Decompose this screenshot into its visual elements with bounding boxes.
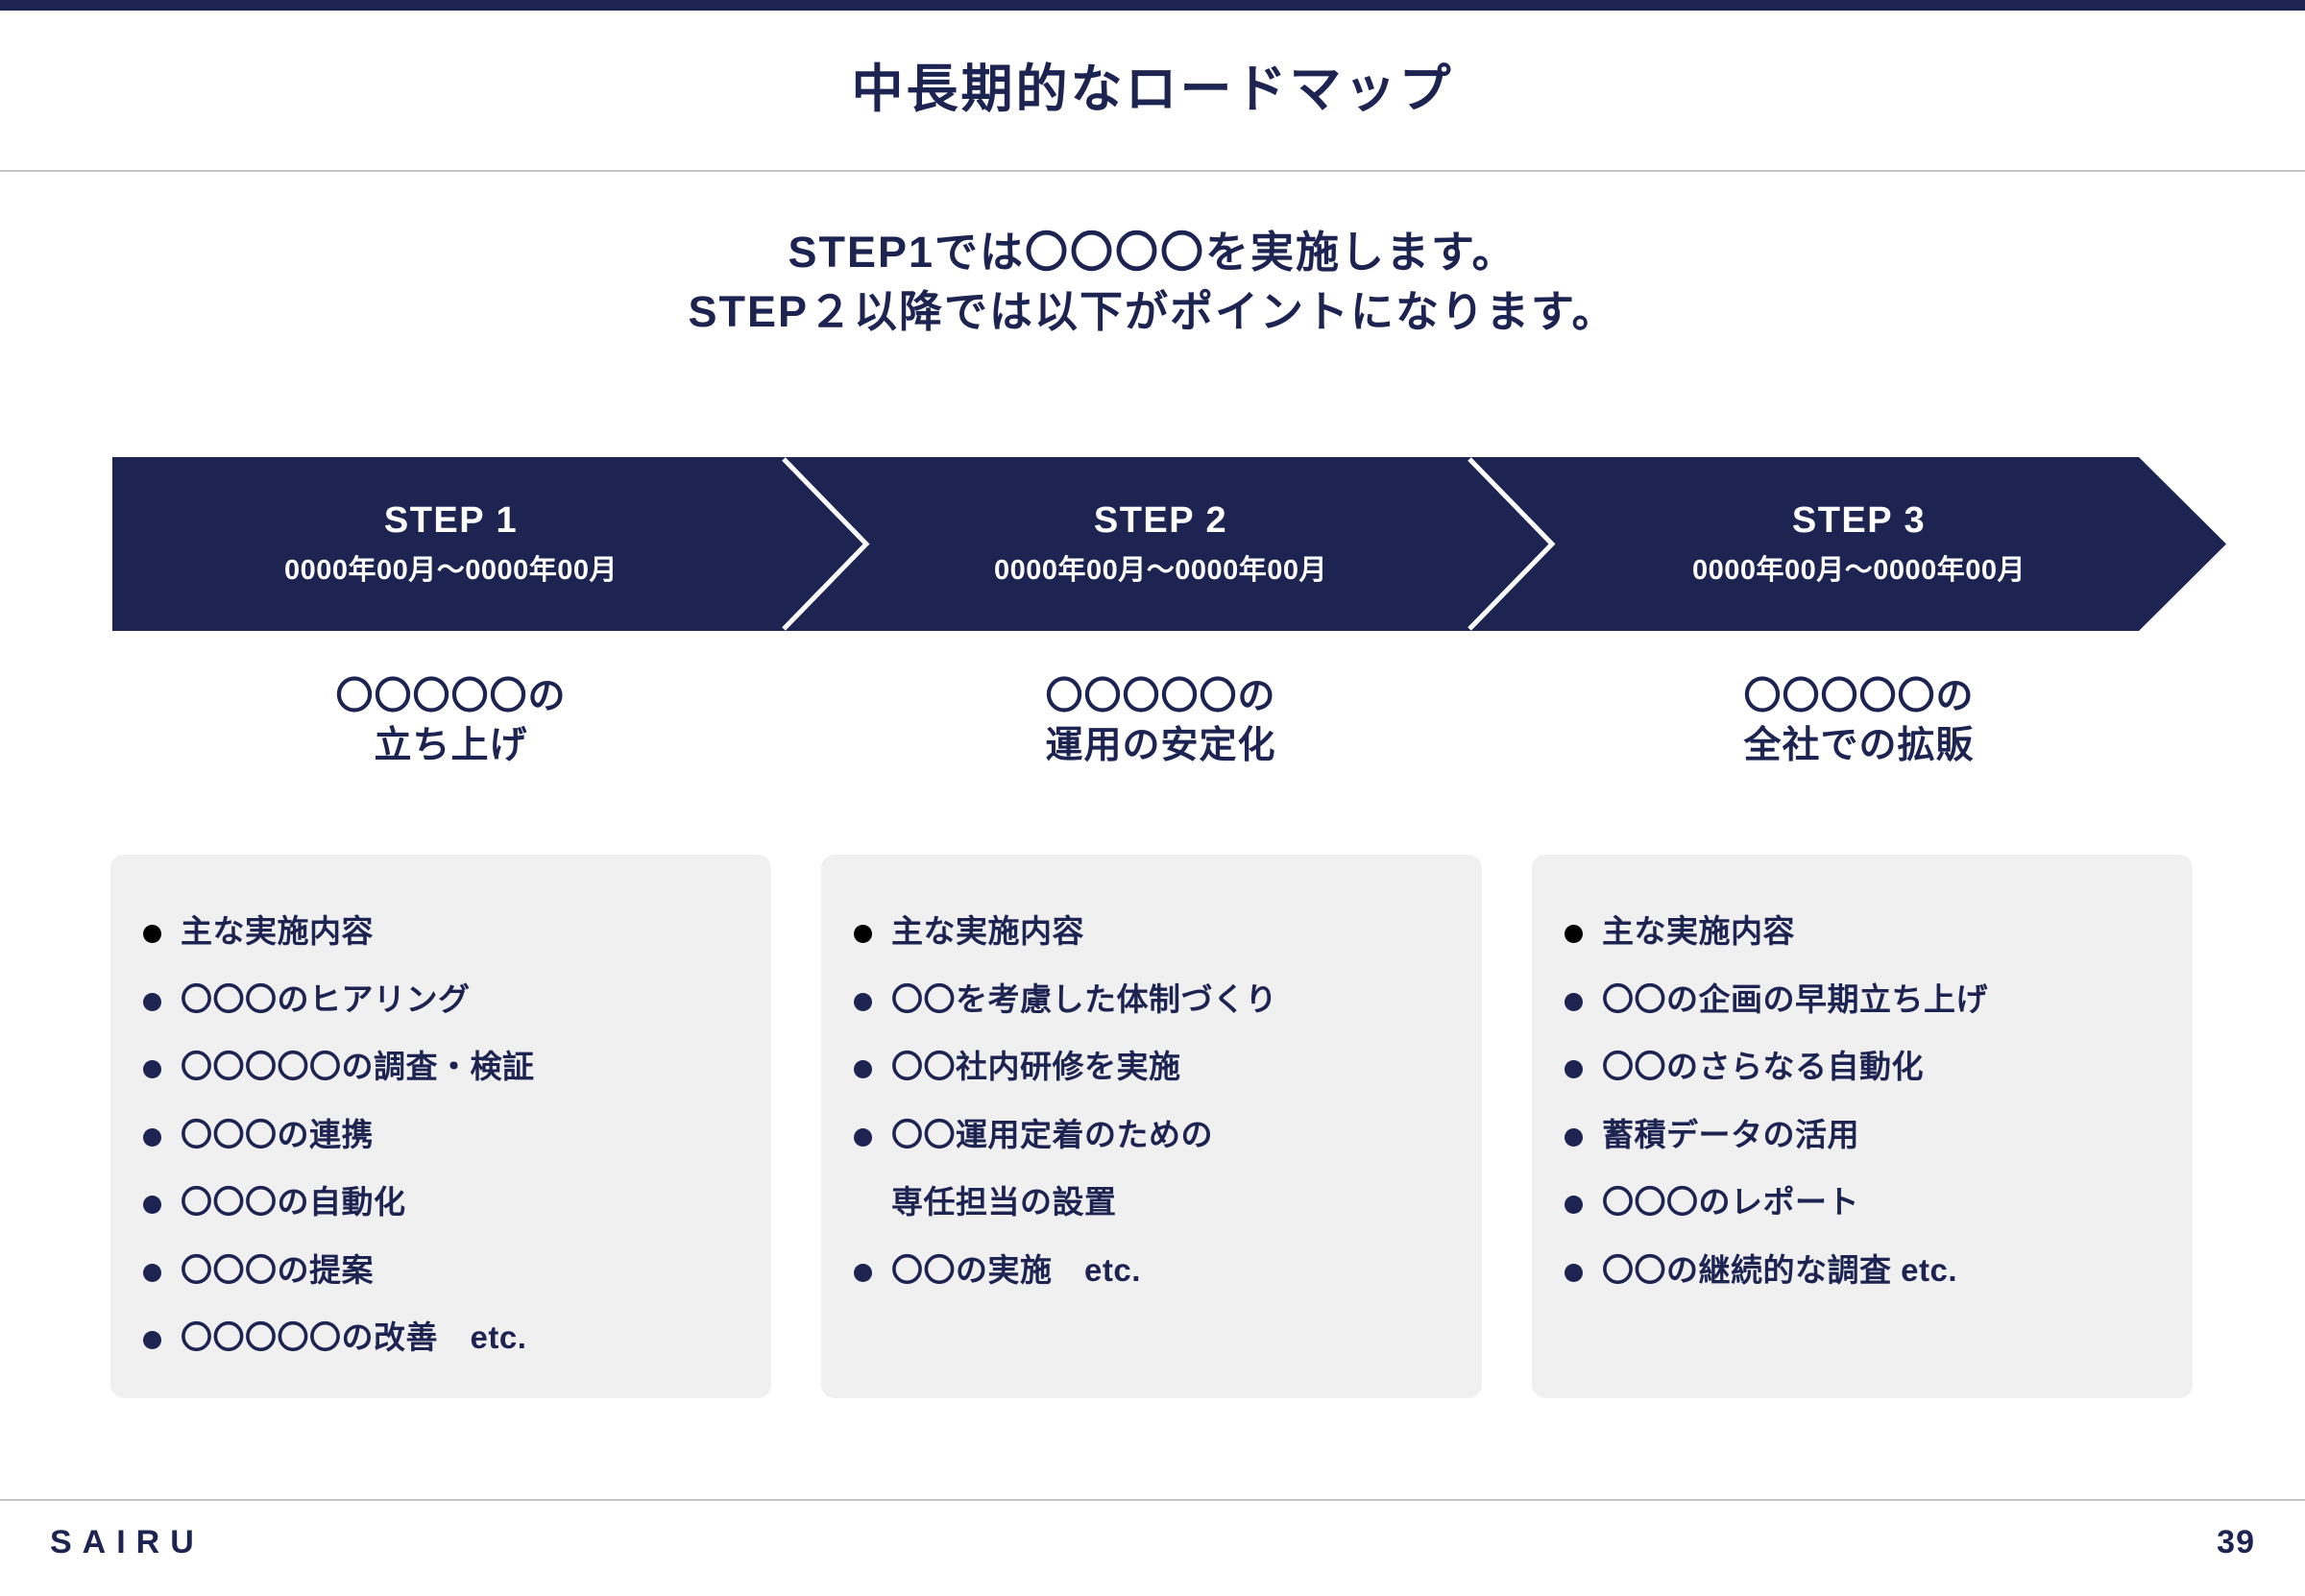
bullet-item: 〇〇〇のレポート: [1565, 1181, 2160, 1224]
bullet-item: 蓄積データの活用: [1565, 1114, 2160, 1157]
bullet-label: 〇〇〇〇〇の改善 etc.: [181, 1319, 527, 1356]
bullet-item: 主な実施内容: [854, 910, 1449, 954]
bullet-spacer: [854, 1196, 872, 1214]
banner-step-2: STEP 2 0000年00月〜0000年00月: [822, 457, 1520, 631]
slide-header: 中長期的なロードマップ: [0, 11, 2305, 170]
bullet-dot-icon: [1565, 1060, 1583, 1079]
bullet-item: 〇〇〇の提案: [143, 1249, 739, 1293]
step-1-caption-line-2: 立ち上げ: [374, 725, 528, 767]
header-divider: [0, 170, 2305, 172]
step-1-period: 0000年00月〜0000年00月: [283, 554, 619, 586]
bullet-dot-icon: [143, 1127, 161, 1147]
step-1-name: STEP 1: [383, 500, 519, 542]
bullet-label: 〇〇の継続的な調査 etc.: [1602, 1251, 1958, 1288]
brand-logo: SAIRU: [50, 1524, 205, 1560]
step-1-caption: 〇〇〇〇〇の 立ち上げ: [112, 672, 822, 771]
step-detail-cards: 主な実施内容〇〇〇のヒアリング〇〇〇〇〇の調査・検証〇〇〇の連携〇〇〇の自動化〇…: [110, 855, 2195, 1398]
bullet-dot-icon: [1565, 1127, 1583, 1147]
bullet-dot-icon: [854, 1060, 872, 1079]
step-captions: 〇〇〇〇〇の 立ち上げ 〇〇〇〇〇の 運用の安定化 〇〇〇〇〇の 全社での拡販: [112, 672, 2226, 771]
step-3-caption: 〇〇〇〇〇の 全社での拡販: [1520, 672, 2226, 771]
step-1-card: 主な実施内容〇〇〇のヒアリング〇〇〇〇〇の調査・検証〇〇〇の連携〇〇〇の自動化〇…: [110, 855, 771, 1398]
bullet-dot-icon: [143, 925, 161, 943]
bullet-item: 〇〇の企画の早期立ち上げ: [1565, 979, 2160, 1022]
bullet-label: 〇〇〇の自動化: [181, 1184, 406, 1221]
bullet-label: 主な実施内容: [181, 913, 374, 949]
bullet-label: 〇〇〇の連携: [181, 1116, 374, 1152]
step-3-name: STEP 3: [1791, 500, 1927, 542]
step-2-card: 主な実施内容〇〇を考慮した体制づくり〇〇社内研修を実施〇〇運用定着のための専任担…: [821, 855, 1482, 1398]
bullet-item: 専任担当の設置: [854, 1181, 1449, 1224]
subtitle-block: STEP1では〇〇〇〇を実施します。 STEP２以降では以下がポイントになります…: [0, 223, 2305, 342]
bullet-item: 〇〇の実施 etc.: [854, 1249, 1449, 1293]
bullet-label: 〇〇〇の提案: [181, 1251, 374, 1288]
bullet-label: 〇〇のさらなる自動化: [1602, 1049, 1924, 1085]
bullet-item: 〇〇〇〇〇の改善 etc.: [143, 1317, 739, 1360]
bullet-item: 〇〇運用定着のための: [854, 1114, 1449, 1157]
bullet-item: 〇〇のさらなる自動化: [1565, 1046, 2160, 1089]
step-2-caption-line-2: 運用の安定化: [1045, 725, 1276, 767]
bullet-label: 〇〇社内研修を実施: [891, 1049, 1181, 1085]
bullet-dot-icon: [143, 1263, 161, 1282]
step-3-card: 主な実施内容〇〇の企画の早期立ち上げ〇〇のさらなる自動化蓄積データの活用〇〇〇の…: [1532, 855, 2193, 1398]
bullet-item: 〇〇〇〇〇の調査・検証: [143, 1046, 739, 1089]
bullet-dot-icon: [1565, 925, 1583, 943]
bullet-label: 主な実施内容: [891, 913, 1084, 949]
bullet-dot-icon: [1565, 1196, 1583, 1215]
banner-step-1: STEP 1 0000年00月〜0000年00月: [112, 457, 822, 631]
step-3-caption-line-2: 全社での拡販: [1743, 725, 1975, 767]
bullet-dot-icon: [854, 992, 872, 1011]
bullet-label: 〇〇を考慮した体制づくり: [891, 980, 1277, 1017]
bullet-dot-icon: [143, 992, 161, 1011]
bullet-label: 〇〇〇〇〇の調査・検証: [181, 1049, 535, 1085]
banner-arrow-shape: [112, 457, 2226, 631]
bullet-label: 〇〇の実施 etc.: [891, 1251, 1141, 1288]
bullet-label: 〇〇運用定着のための: [891, 1116, 1213, 1152]
banner-columns: STEP 1 0000年00月〜0000年00月 STEP 2 0000年00月…: [112, 457, 2226, 631]
footer-divider: [0, 1499, 2305, 1501]
slide-footer: SAIRU 39: [0, 1501, 2305, 1596]
bullet-item: 主な実施内容: [1565, 910, 2160, 954]
step-3-period: 0000年00月〜0000年00月: [1691, 554, 2026, 586]
page-title: 中長期的なロードマップ: [851, 60, 1454, 119]
banner-step-3: STEP 3 0000年00月〜0000年00月: [1520, 457, 2226, 631]
bullet-dot-icon: [143, 1331, 161, 1350]
step-1-caption-line-1: 〇〇〇〇〇の: [335, 676, 567, 717]
bullet-item: 〇〇〇のヒアリング: [143, 979, 739, 1022]
bullet-label: 〇〇〇のレポート: [1602, 1184, 1859, 1221]
bullet-dot-icon: [1565, 992, 1583, 1011]
step-2-period: 0000年00月〜0000年00月: [993, 554, 1328, 586]
bullet-item: 主な実施内容: [143, 910, 739, 954]
step-2-caption-line-1: 〇〇〇〇〇の: [1045, 676, 1276, 717]
bullet-dot-icon: [1565, 1263, 1583, 1282]
step-3-caption-line-1: 〇〇〇〇〇の: [1743, 676, 1975, 717]
bullet-label: 専任担当の設置: [891, 1184, 1117, 1221]
steps-arrow-banner: STEP 1 0000年00月〜0000年00月 STEP 2 0000年00月…: [112, 457, 2226, 631]
bullet-item: 〇〇〇の連携: [143, 1114, 739, 1157]
bullet-dot-icon: [143, 1060, 161, 1079]
bullet-item: 〇〇を考慮した体制づくり: [854, 979, 1449, 1022]
bullet-item: 〇〇〇の自動化: [143, 1181, 739, 1224]
bullet-item: 〇〇社内研修を実施: [854, 1046, 1449, 1089]
bullet-dot-icon: [854, 1127, 872, 1147]
top-accent-bar: [0, 0, 2305, 11]
subtitle-line-2: STEP２以降では以下がポイントになります。: [688, 287, 1617, 337]
bullet-label: 蓄積データの活用: [1602, 1116, 1859, 1152]
bullet-dot-icon: [854, 925, 872, 943]
step-2-name: STEP 2: [1093, 500, 1228, 542]
subtitle-line-1: STEP1では〇〇〇〇を実施します。: [788, 228, 1517, 277]
bullet-label: 〇〇〇のヒアリング: [181, 980, 471, 1017]
step-2-caption: 〇〇〇〇〇の 運用の安定化: [822, 672, 1520, 771]
page-number: 39: [2217, 1524, 2255, 1560]
bullet-dot-icon: [854, 1263, 872, 1282]
bullet-label: 〇〇の企画の早期立ち上げ: [1602, 980, 1988, 1017]
bullet-label: 主な実施内容: [1602, 913, 1795, 949]
bullet-item: 〇〇の継続的な調査 etc.: [1565, 1249, 2160, 1293]
bullet-dot-icon: [143, 1196, 161, 1215]
